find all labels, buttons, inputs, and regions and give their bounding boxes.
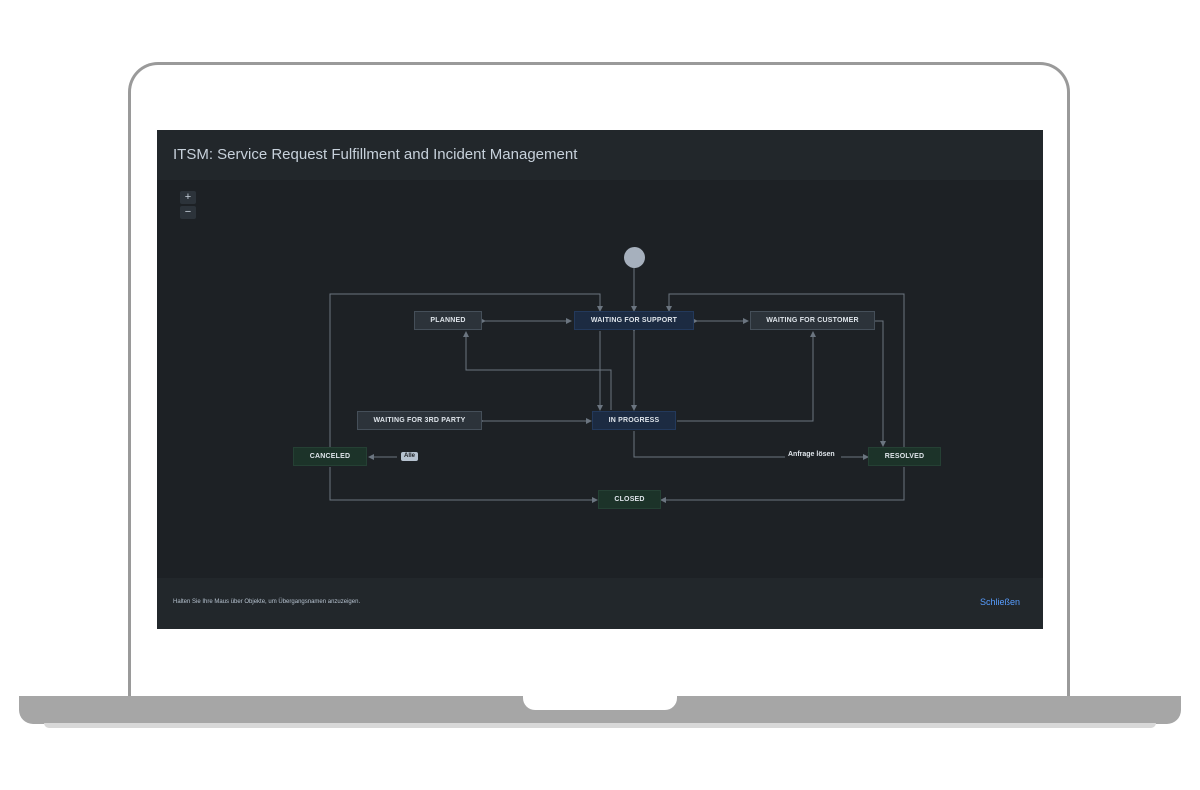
close-button[interactable]: Schließen: [979, 597, 1020, 607]
zoom-in-button[interactable]: +: [180, 191, 196, 204]
zoom-out-button[interactable]: −: [180, 206, 196, 219]
workflow-dialog: ITSM: Service Request Fulfillment and In…: [157, 130, 1043, 629]
workflow-start-node: [624, 247, 645, 268]
status-waiting-for-support[interactable]: WAITING FOR SUPPORT: [574, 311, 694, 330]
footer-hint: Halten Sie Ihre Maus über Objekte, um Üb…: [173, 599, 361, 605]
dialog-footer: Halten Sie Ihre Maus über Objekte, um Üb…: [157, 578, 1043, 629]
status-canceled[interactable]: CANCELED: [293, 447, 367, 466]
status-planned[interactable]: PLANNED: [414, 311, 482, 330]
laptop-base-shadow: [44, 723, 1156, 728]
status-in-progress[interactable]: IN PROGRESS: [592, 411, 676, 430]
all-transition-tag[interactable]: Alle: [401, 452, 419, 461]
transition-lines: [329, 268, 905, 503]
status-waiting-for-customer[interactable]: WAITING FOR CUSTOMER: [750, 311, 875, 330]
transition-label-resolve[interactable]: Anfrage lösen: [788, 451, 835, 458]
laptop-notch: [523, 696, 677, 710]
dialog-header: ITSM: Service Request Fulfillment and In…: [157, 130, 1043, 180]
status-waiting-for-3rd-party[interactable]: WAITING FOR 3RD PARTY: [357, 411, 482, 430]
dialog-title: ITSM: Service Request Fulfillment and In…: [173, 146, 578, 163]
status-resolved[interactable]: RESOLVED: [868, 447, 941, 466]
status-closed[interactable]: CLOSED: [598, 490, 661, 509]
